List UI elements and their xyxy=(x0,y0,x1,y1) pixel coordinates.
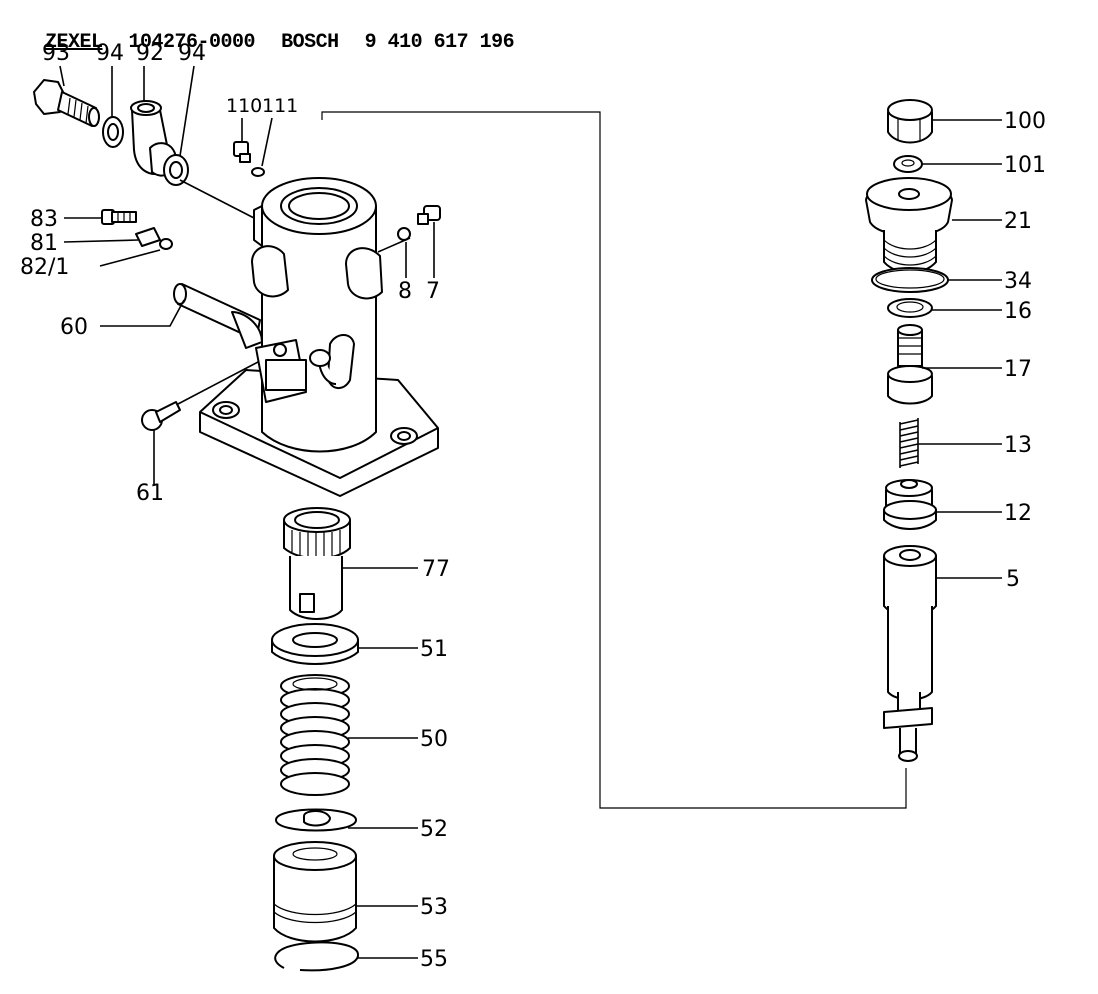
label-61: 61 xyxy=(136,481,164,506)
brand-bosch: BOSCH xyxy=(281,31,339,54)
label-82-1: 82/1 xyxy=(20,255,69,280)
zexel-part-number: 104276-0000 xyxy=(128,31,256,54)
part-13-valve-spring xyxy=(899,418,919,468)
label-53: 53 xyxy=(420,895,448,920)
label-34: 34 xyxy=(1004,269,1032,294)
label-16: 16 xyxy=(1004,299,1032,324)
part-17-delivery-valve xyxy=(887,324,933,405)
leader-lines xyxy=(59,65,1002,959)
label-81: 81 xyxy=(30,231,58,256)
part-21-valve-holder xyxy=(865,177,953,274)
part-5-plunger-barrel xyxy=(883,545,937,762)
label-110: 110 xyxy=(226,95,262,117)
label-51: 51 xyxy=(420,637,448,662)
label-77: 77 xyxy=(422,557,450,582)
label-13: 13 xyxy=(1004,433,1032,458)
part-77-control-sleeve xyxy=(283,507,351,620)
label-8: 8 xyxy=(398,279,412,304)
part-61-screw xyxy=(141,401,181,431)
label-101: 101 xyxy=(1004,153,1046,178)
part-100-cap-nut xyxy=(887,99,933,144)
part-55-circlip xyxy=(274,941,359,972)
part-81-lock-plate xyxy=(135,227,161,247)
label-12: 12 xyxy=(1004,501,1032,526)
label-83: 83 xyxy=(30,207,58,232)
part-51-spring-seat xyxy=(271,623,359,665)
bosch-part-number: 9 410 617 196 xyxy=(364,31,515,54)
brand-zexel: ZEXEL xyxy=(45,31,103,54)
label-21: 21 xyxy=(1004,209,1032,234)
part-16-gasket xyxy=(887,298,933,318)
part-50-plunger-spring xyxy=(280,674,350,796)
label-17: 17 xyxy=(1004,357,1032,382)
part-60-control-rack xyxy=(173,283,263,349)
label-50: 50 xyxy=(420,727,448,752)
part-82-1-nut xyxy=(159,238,173,250)
label-94-right: 94 xyxy=(178,41,206,66)
part-111-washer xyxy=(251,167,265,177)
part-52-lower-spring-seat xyxy=(275,808,357,832)
label-60: 60 xyxy=(60,315,88,340)
label-55: 55 xyxy=(420,947,448,972)
label-100: 100 xyxy=(1004,109,1046,134)
part-7-screw xyxy=(417,205,441,225)
label-111: 111 xyxy=(262,95,298,117)
label-93: 93 xyxy=(42,41,70,66)
part-93-banjo-bolt xyxy=(33,79,100,127)
label-92: 92 xyxy=(136,41,164,66)
part-101-washer xyxy=(893,155,923,173)
label-7: 7 xyxy=(426,279,440,304)
part-83-screw xyxy=(101,209,137,225)
label-52: 52 xyxy=(420,817,448,842)
part-53-tappet xyxy=(273,841,357,943)
rack-clamp xyxy=(255,339,331,403)
label-94-left: 94 xyxy=(96,41,124,66)
part-12-valve-seat xyxy=(883,479,937,530)
part-110-screw xyxy=(233,141,251,163)
pump-housing xyxy=(199,177,439,497)
label-5: 5 xyxy=(1006,567,1020,592)
diagram-header: ZEXEL 104276-0000 BOSCH 9 410 617 196 xyxy=(22,8,540,54)
assembly-connector-line xyxy=(321,111,907,809)
